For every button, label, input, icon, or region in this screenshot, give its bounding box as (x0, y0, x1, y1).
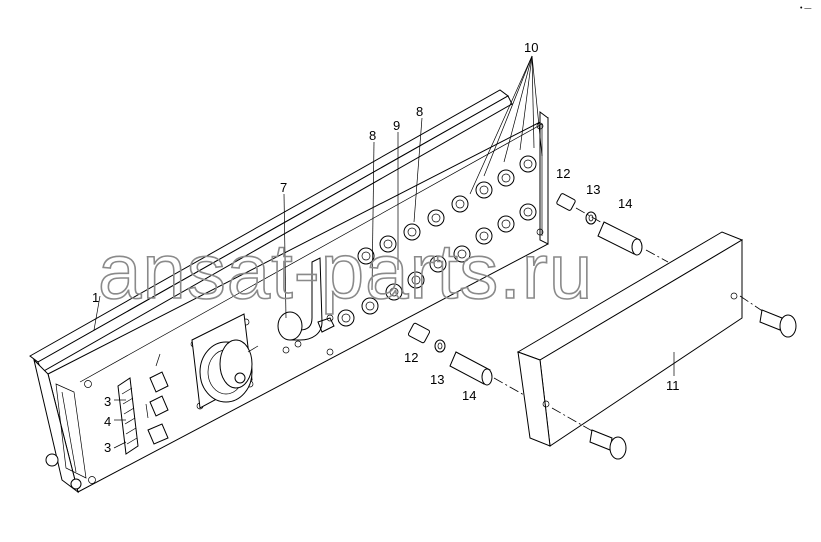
standoff-set-upper (556, 193, 669, 263)
watermark-text: ansat-parts.ru (98, 227, 593, 315)
callout-1: 1 (92, 290, 99, 305)
callout-7: 7 (280, 180, 287, 195)
callout-12: 12 (404, 350, 418, 365)
standoff-set-lower (407, 322, 541, 405)
connector-array (337, 155, 537, 327)
terminal-block (117, 353, 169, 455)
callout-14: 14 (618, 196, 632, 211)
callout-10: 10 (524, 40, 538, 55)
callout-11: 11 (666, 378, 680, 393)
callout-13: 13 (430, 372, 444, 387)
callout-8: 8 (416, 104, 423, 119)
thumb-screw-lower (551, 407, 627, 460)
callout-9: 9 (393, 118, 400, 133)
callout-8: 8 (369, 128, 376, 143)
callout-14: 14 (462, 388, 476, 403)
bent-rod-part (277, 257, 335, 341)
leader-lines (93, 55, 543, 449)
gauge-housing (191, 313, 259, 409)
callout-3: 3 (104, 394, 111, 409)
corner-mark: • — (800, 5, 811, 12)
callout-13: 13 (586, 182, 600, 197)
callout-4: 4 (104, 414, 111, 429)
panel-assembly (29, 89, 549, 494)
thumb-screw-right (739, 295, 797, 338)
callout-12: 12 (556, 166, 570, 181)
callout-3: 3 (104, 440, 111, 455)
cover-plate (516, 231, 744, 447)
